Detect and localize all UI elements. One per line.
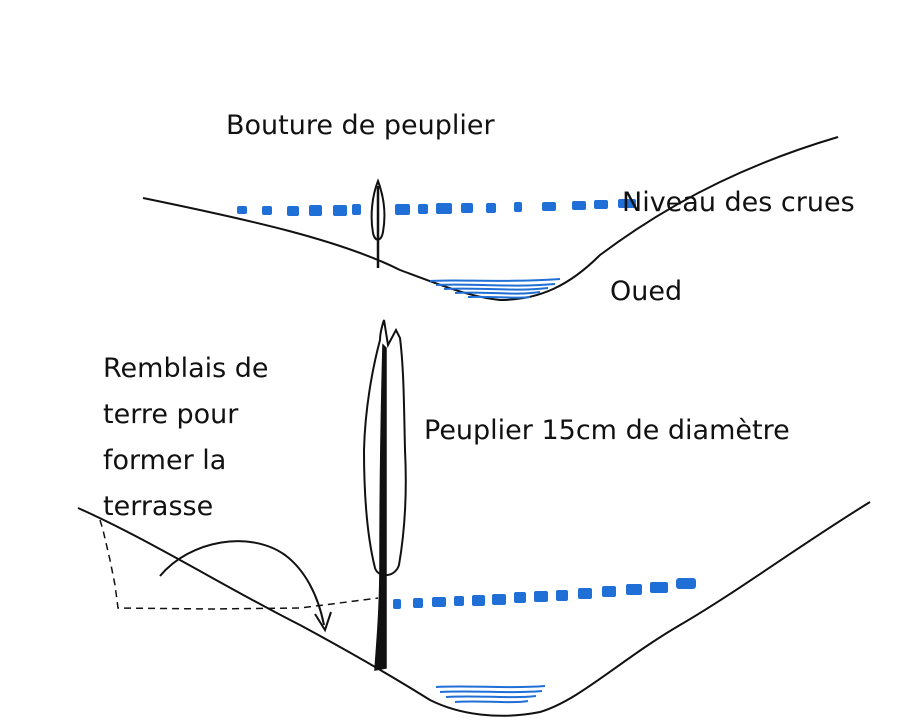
bottom-diagram — [77, 319, 871, 717]
earth-fill-label-line: former la — [103, 445, 227, 476]
earth-fill-label-line: terrasse — [103, 491, 214, 522]
earth-fill-label: Remblais de terre pour former la terrass… — [103, 346, 269, 530]
cutting-label: Bouture de peuplier — [226, 110, 495, 141]
poplar-label: Peuplier 15cm de diamètre — [424, 415, 790, 446]
fill-arrow-icon — [159, 540, 332, 633]
river-label: Oued — [610, 276, 683, 307]
earth-fill-outline — [99, 519, 379, 610]
bottom-river-water — [435, 685, 546, 704]
top-river-water — [429, 278, 561, 299]
earth-fill-label-line: terre pour — [103, 399, 239, 430]
poplar-cutting-icon — [370, 178, 386, 268]
flood-level-label: Niveau des crues — [622, 187, 855, 218]
top-diagram — [142, 136, 839, 302]
poplar-tree-icon — [362, 319, 407, 671]
bottom-ground-profile — [77, 501, 871, 717]
top-flood-level-line — [237, 199, 636, 216]
earth-fill-label-line: Remblais de — [103, 353, 269, 384]
bottom-flood-level-line — [393, 578, 696, 609]
top-ground-profile — [142, 136, 839, 302]
